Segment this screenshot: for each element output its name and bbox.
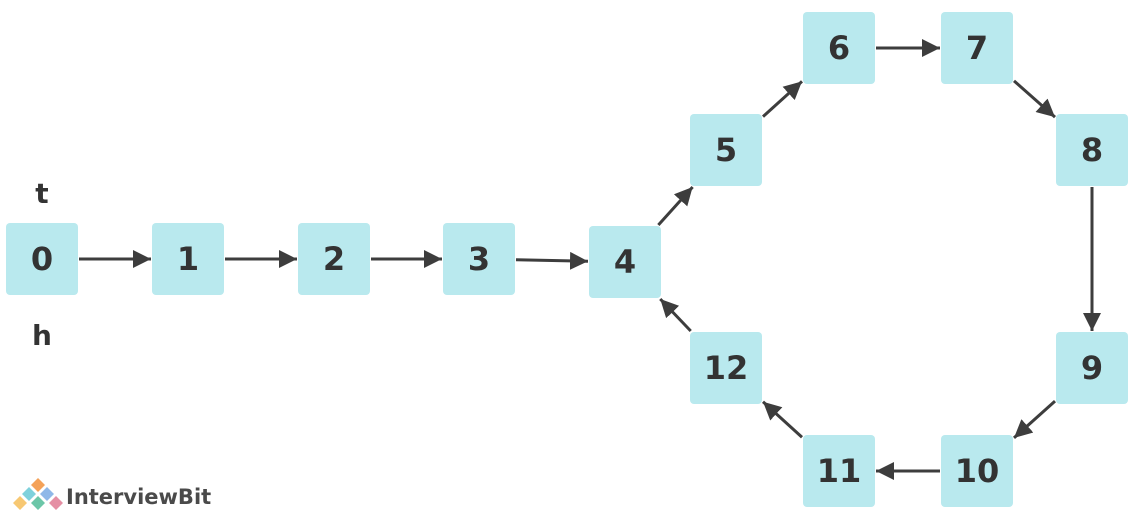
list-node-8: 8 bbox=[1056, 114, 1128, 186]
node-box bbox=[589, 226, 661, 298]
list-node-2: 2 bbox=[298, 223, 370, 295]
node-box bbox=[152, 223, 224, 295]
node-label: 2 bbox=[323, 240, 345, 278]
list-node-9: 9 bbox=[1056, 332, 1128, 404]
node-box bbox=[690, 332, 762, 404]
node-label: 7 bbox=[966, 29, 988, 67]
node-label: 0 bbox=[31, 240, 53, 278]
node-label: 9 bbox=[1081, 349, 1103, 387]
node-box bbox=[803, 435, 875, 507]
hare-pointer-label: h bbox=[32, 319, 52, 352]
node-box bbox=[6, 223, 78, 295]
node-box bbox=[941, 435, 1013, 507]
node-label: 8 bbox=[1081, 131, 1103, 169]
arrow-n7-to-n8 bbox=[1013, 79, 1056, 119]
arrow-n3-to-n4 bbox=[515, 251, 589, 270]
arrow-n9-to-n10 bbox=[1012, 400, 1057, 439]
interviewbit-logo-text: InterviewBit bbox=[66, 485, 211, 509]
list-node-3: 3 bbox=[443, 223, 515, 295]
node-box bbox=[690, 114, 762, 186]
node-label: 5 bbox=[715, 131, 737, 169]
list-node-4: 4 bbox=[589, 226, 661, 298]
list-node-10: 10 bbox=[941, 435, 1013, 507]
node-box bbox=[1056, 332, 1128, 404]
list-node-0: 0 bbox=[6, 223, 78, 295]
list-node-6: 6 bbox=[803, 12, 875, 84]
node-label: 11 bbox=[817, 452, 862, 490]
node-box bbox=[298, 223, 370, 295]
node-label: 12 bbox=[704, 349, 749, 387]
list-node-12: 12 bbox=[690, 332, 762, 404]
list-node-7: 7 bbox=[941, 12, 1013, 84]
list-node-5: 5 bbox=[690, 114, 762, 186]
node-label: 4 bbox=[614, 243, 636, 281]
node-label: 6 bbox=[828, 29, 850, 67]
node-label: 10 bbox=[955, 452, 1000, 490]
interviewbit-logo: InterviewBit bbox=[13, 478, 211, 510]
node-box bbox=[443, 223, 515, 295]
node-box bbox=[803, 12, 875, 84]
tortoise-pointer-label: t bbox=[35, 177, 48, 210]
interviewbit-logo-icon bbox=[13, 478, 63, 510]
arrow-n5-to-n6 bbox=[761, 80, 804, 118]
list-node-1: 1 bbox=[152, 223, 224, 295]
edges bbox=[79, 39, 1101, 480]
node-box bbox=[1056, 114, 1128, 186]
node-label: 1 bbox=[177, 240, 199, 278]
arrow-n4-to-n5 bbox=[657, 185, 694, 227]
node-label: 3 bbox=[468, 240, 490, 278]
list-node-11: 11 bbox=[803, 435, 875, 507]
arrow-n11-to-n12 bbox=[761, 400, 804, 439]
arrow-n12-to-n4 bbox=[659, 297, 692, 333]
node-box bbox=[941, 12, 1013, 84]
